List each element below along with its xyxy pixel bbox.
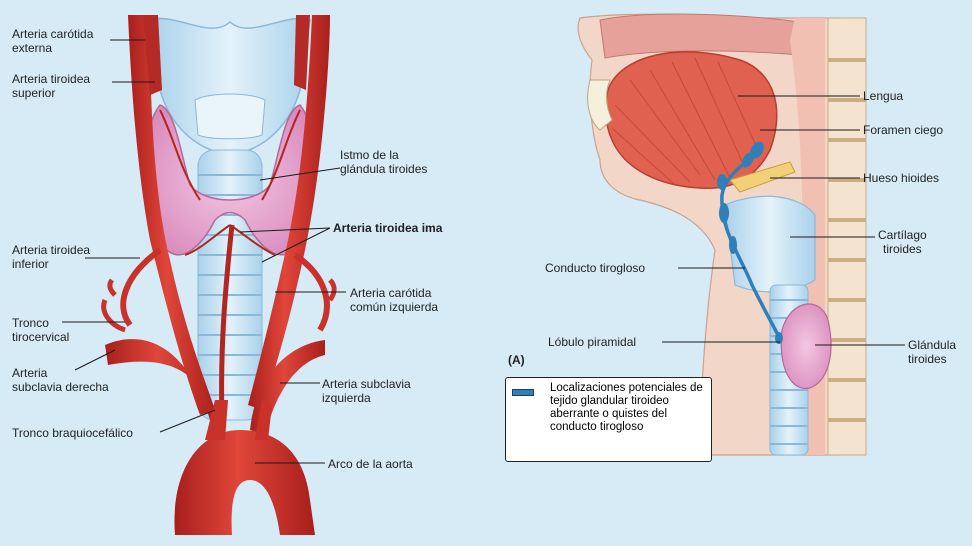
legend-box: Localizaciones potenciales de tejido gla… [505, 377, 712, 462]
left-panel-drawing [104, 15, 334, 535]
label-tronco-braquiocefalico: Tronco braquiocefálico [12, 426, 133, 440]
label-glandula-tiroides: Glándula tiroides [908, 338, 956, 366]
legend-text: Localizaciones potenciales de tejido gla… [550, 382, 708, 434]
thyroid-gland-sagittal [781, 304, 831, 388]
label-lobulo-piramidal: Lóbulo piramidal [548, 335, 636, 349]
label-arteria-tiroidea-superior: Arteria tiroidea superior [12, 72, 90, 100]
label-cartilago-tiroides: Cartílago tiroides [878, 228, 927, 256]
aortic-arch [174, 430, 315, 535]
label-arteria-subclavia-derecha: Arteria subclavia derecha [12, 366, 109, 394]
trachea [198, 150, 262, 420]
label-arteria-tiroidea-ima: Arteria tiroidea ima [333, 221, 442, 235]
label-foramen-ciego: Foramen ciego [863, 123, 943, 137]
label-lengua: Lengua [863, 89, 903, 103]
panel-letter-a: (A) [508, 353, 525, 367]
label-conducto-tirogloso: Conducto tirogloso [545, 261, 645, 275]
label-istmo-glandula-tiroides: Istmo de la glándula tiroides [340, 148, 427, 176]
label-arteria-carotida-comun-izquierda: Arteria carótida común izquierda [350, 286, 438, 314]
label-arteria-subclavia-izquierda: Arteria subclavia izquierda [322, 377, 411, 405]
label-arteria-tiroidea-inferior: Arteria tiroidea inferior [12, 243, 90, 271]
label-hueso-hioides: Hueso hioides [863, 171, 939, 185]
laryngeal-cartilage [725, 196, 815, 292]
label-arco-de-la-aorta: Arco de la aorta [328, 457, 413, 471]
label-tronco-tirocervical: Tronco tirocervical [12, 316, 69, 344]
label-arteria-carotida-externa: Arteria carótida externa [12, 27, 93, 55]
legend-swatch [512, 389, 534, 396]
